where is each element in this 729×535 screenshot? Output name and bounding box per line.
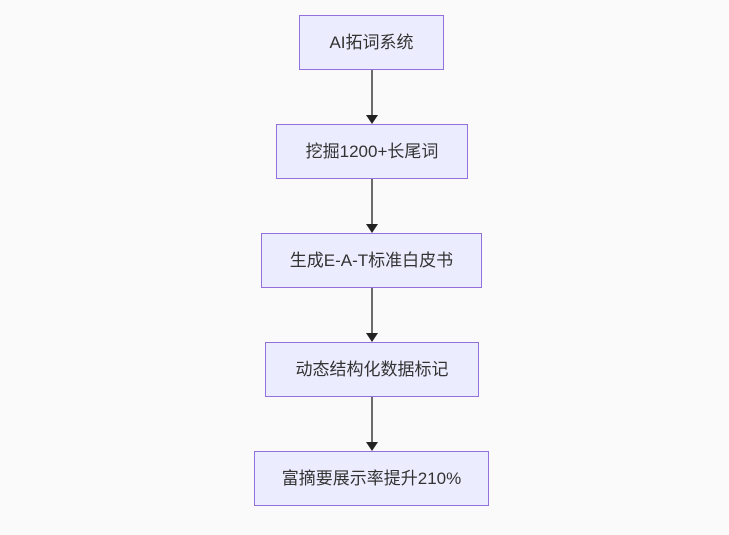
flow-node-step-3: 生成E-A-T标准白皮书 [261, 233, 482, 288]
arrowhead-down-icon [366, 224, 378, 233]
flow-node-step-2: 挖掘1200+长尾词 [276, 124, 468, 179]
arrow-shaft [371, 179, 373, 224]
flow-node-label: 挖掘1200+长尾词 [305, 142, 439, 161]
flow-arrow-2 [366, 179, 378, 233]
arrow-shaft [371, 288, 373, 333]
flow-arrow-4 [366, 397, 378, 451]
arrowhead-down-icon [366, 442, 378, 451]
arrowhead-down-icon [366, 115, 378, 124]
flow-arrow-1 [366, 70, 378, 124]
flow-node-step-5: 富摘要展示率提升210% [254, 451, 489, 506]
flow-node-label: 富摘要展示率提升210% [281, 469, 462, 488]
arrow-shaft [371, 397, 373, 442]
flow-node-label: AI拓词系统 [329, 33, 414, 52]
flow-arrow-3 [366, 288, 378, 342]
arrowhead-down-icon [366, 333, 378, 342]
arrow-shaft [371, 70, 373, 115]
flow-node-step-4: 动态结构化数据标记 [265, 342, 479, 397]
flow-node-label: 动态结构化数据标记 [295, 360, 449, 379]
flow-node-label: 生成E-A-T标准白皮书 [289, 251, 454, 270]
flow-node-step-1: AI拓词系统 [299, 15, 444, 70]
